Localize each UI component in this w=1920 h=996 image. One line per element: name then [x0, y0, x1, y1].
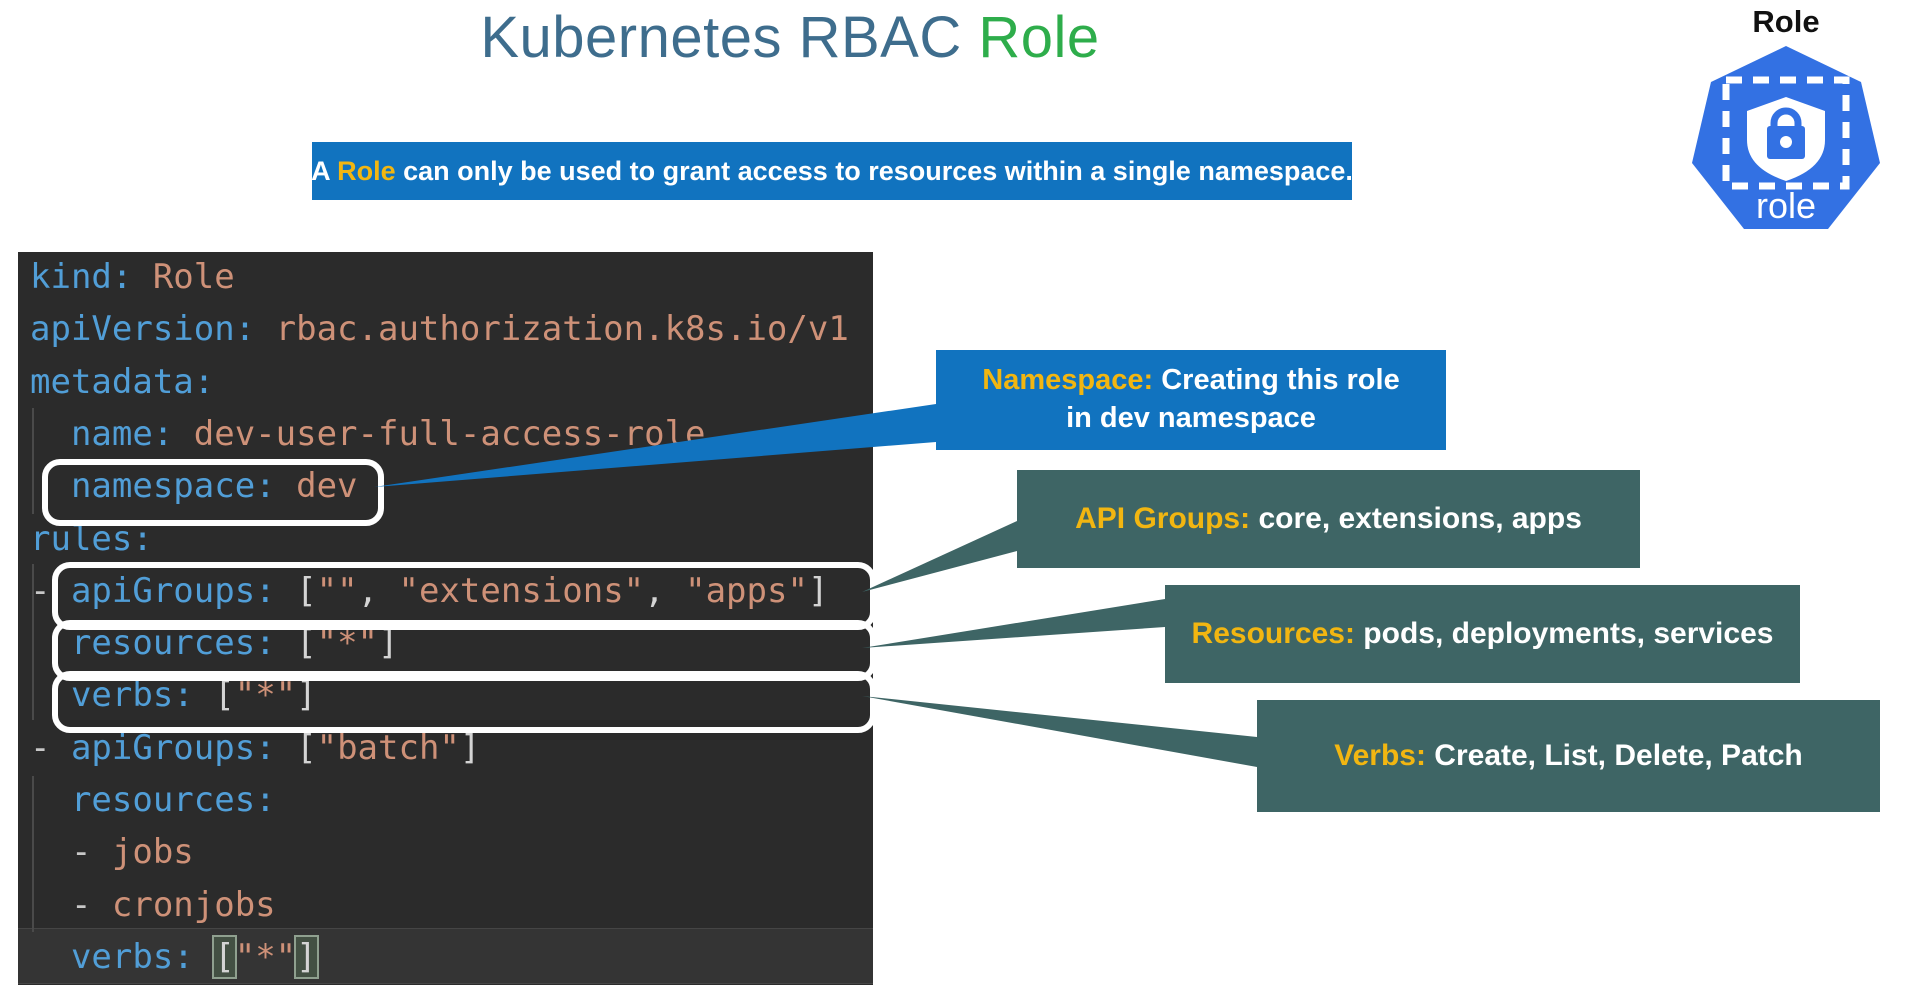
- role-icon-caption: role: [1756, 185, 1816, 226]
- callout-namespace: Namespace: Creating this role in dev nam…: [936, 350, 1446, 450]
- highlight-outline-resources: [52, 620, 876, 681]
- code-line: namespace: dev: [30, 466, 358, 507]
- callout-api-groups-line1: API Groups: core, extensions, apps: [1075, 502, 1582, 536]
- connector-resources: [862, 599, 1165, 648]
- lock-shackle-icon: [1770, 107, 1802, 127]
- callout-api-groups: API Groups: core, extensions, apps: [1017, 470, 1640, 568]
- callout-namespace-title: Namespace:: [982, 364, 1154, 397]
- callout-api-groups-title: API Groups:: [1075, 502, 1251, 535]
- callout-verbs-line1: Verbs: Create, List, Delete, Patch: [1334, 739, 1803, 773]
- code-line: apiVersion: rbac.authorization.k8s.io/v1: [30, 309, 849, 350]
- connector-apigroups: [862, 521, 1017, 592]
- kubernetes-role-icon: role: [1692, 46, 1880, 229]
- callout-namespace-line1: Namespace: Creating this role: [982, 362, 1399, 400]
- code-line: resources:: [30, 780, 276, 820]
- callout-namespace-line2: in dev namespace: [1066, 402, 1316, 434]
- callout-namespace-text: Creating this role: [1153, 364, 1400, 397]
- info-banner: A Role can only be used to grant access …: [311, 142, 1353, 200]
- connector-verbs: [862, 696, 1257, 767]
- indent-guide: [32, 776, 34, 932]
- code-line: name: dev-user-full-access-role: [30, 413, 706, 454]
- lock-keyhole-icon: [1780, 136, 1792, 148]
- code-line: kind: Role: [30, 257, 235, 297]
- banner-text-pre: A: [311, 155, 338, 186]
- yaml-code-block: kind: Role apiVersion: rbac.authorization…: [18, 252, 876, 985]
- callout-resources: Resources: pods, deployments, services: [1165, 585, 1800, 683]
- code-line: verbs: ["*"]: [30, 675, 317, 716]
- code-line: - jobs: [30, 832, 194, 873]
- indent-guide: [32, 408, 34, 514]
- role-icon-label: Role: [1752, 4, 1820, 39]
- indent-guide: [32, 564, 34, 720]
- callout-resources-text: pods, deployments, services: [1354, 617, 1774, 650]
- callout-resources-line1: Resources: pods, deployments, services: [1192, 617, 1774, 651]
- page-title: Kubernetes RBAC Role: [400, 4, 1180, 71]
- callout-verbs: Verbs: Create, List, Delete, Patch: [1257, 700, 1880, 812]
- callout-verbs-text: Create, List, Delete, Patch: [1425, 739, 1803, 772]
- highlight-outline-verbs: [52, 671, 876, 733]
- highlight-outline-apigroups: [52, 562, 876, 630]
- page-title-main: Kubernetes RBAC: [480, 5, 979, 70]
- banner-text-highlight: Role: [337, 155, 396, 186]
- code-line: metadata:: [30, 361, 215, 402]
- code-line: - apiGroups: ["", "extensions", "apps"]: [30, 570, 829, 611]
- page-title-accent: Role: [978, 5, 1100, 70]
- highlight-outline-namespace: [42, 459, 384, 526]
- banner-text-post: can only be used to grant access to reso…: [395, 155, 1353, 186]
- callout-api-groups-text: core, extensions, apps: [1250, 502, 1582, 535]
- callout-resources-title: Resources:: [1191, 617, 1355, 650]
- dashed-border-square: [1722, 76, 1850, 190]
- current-line-highlight: [18, 928, 873, 984]
- code-line: - cronjobs: [30, 884, 276, 925]
- code-line: verbs: ["*"]: [30, 934, 319, 979]
- callout-verbs-title: Verbs:: [1334, 739, 1426, 772]
- code-line: - apiGroups: ["batch"]: [30, 727, 481, 768]
